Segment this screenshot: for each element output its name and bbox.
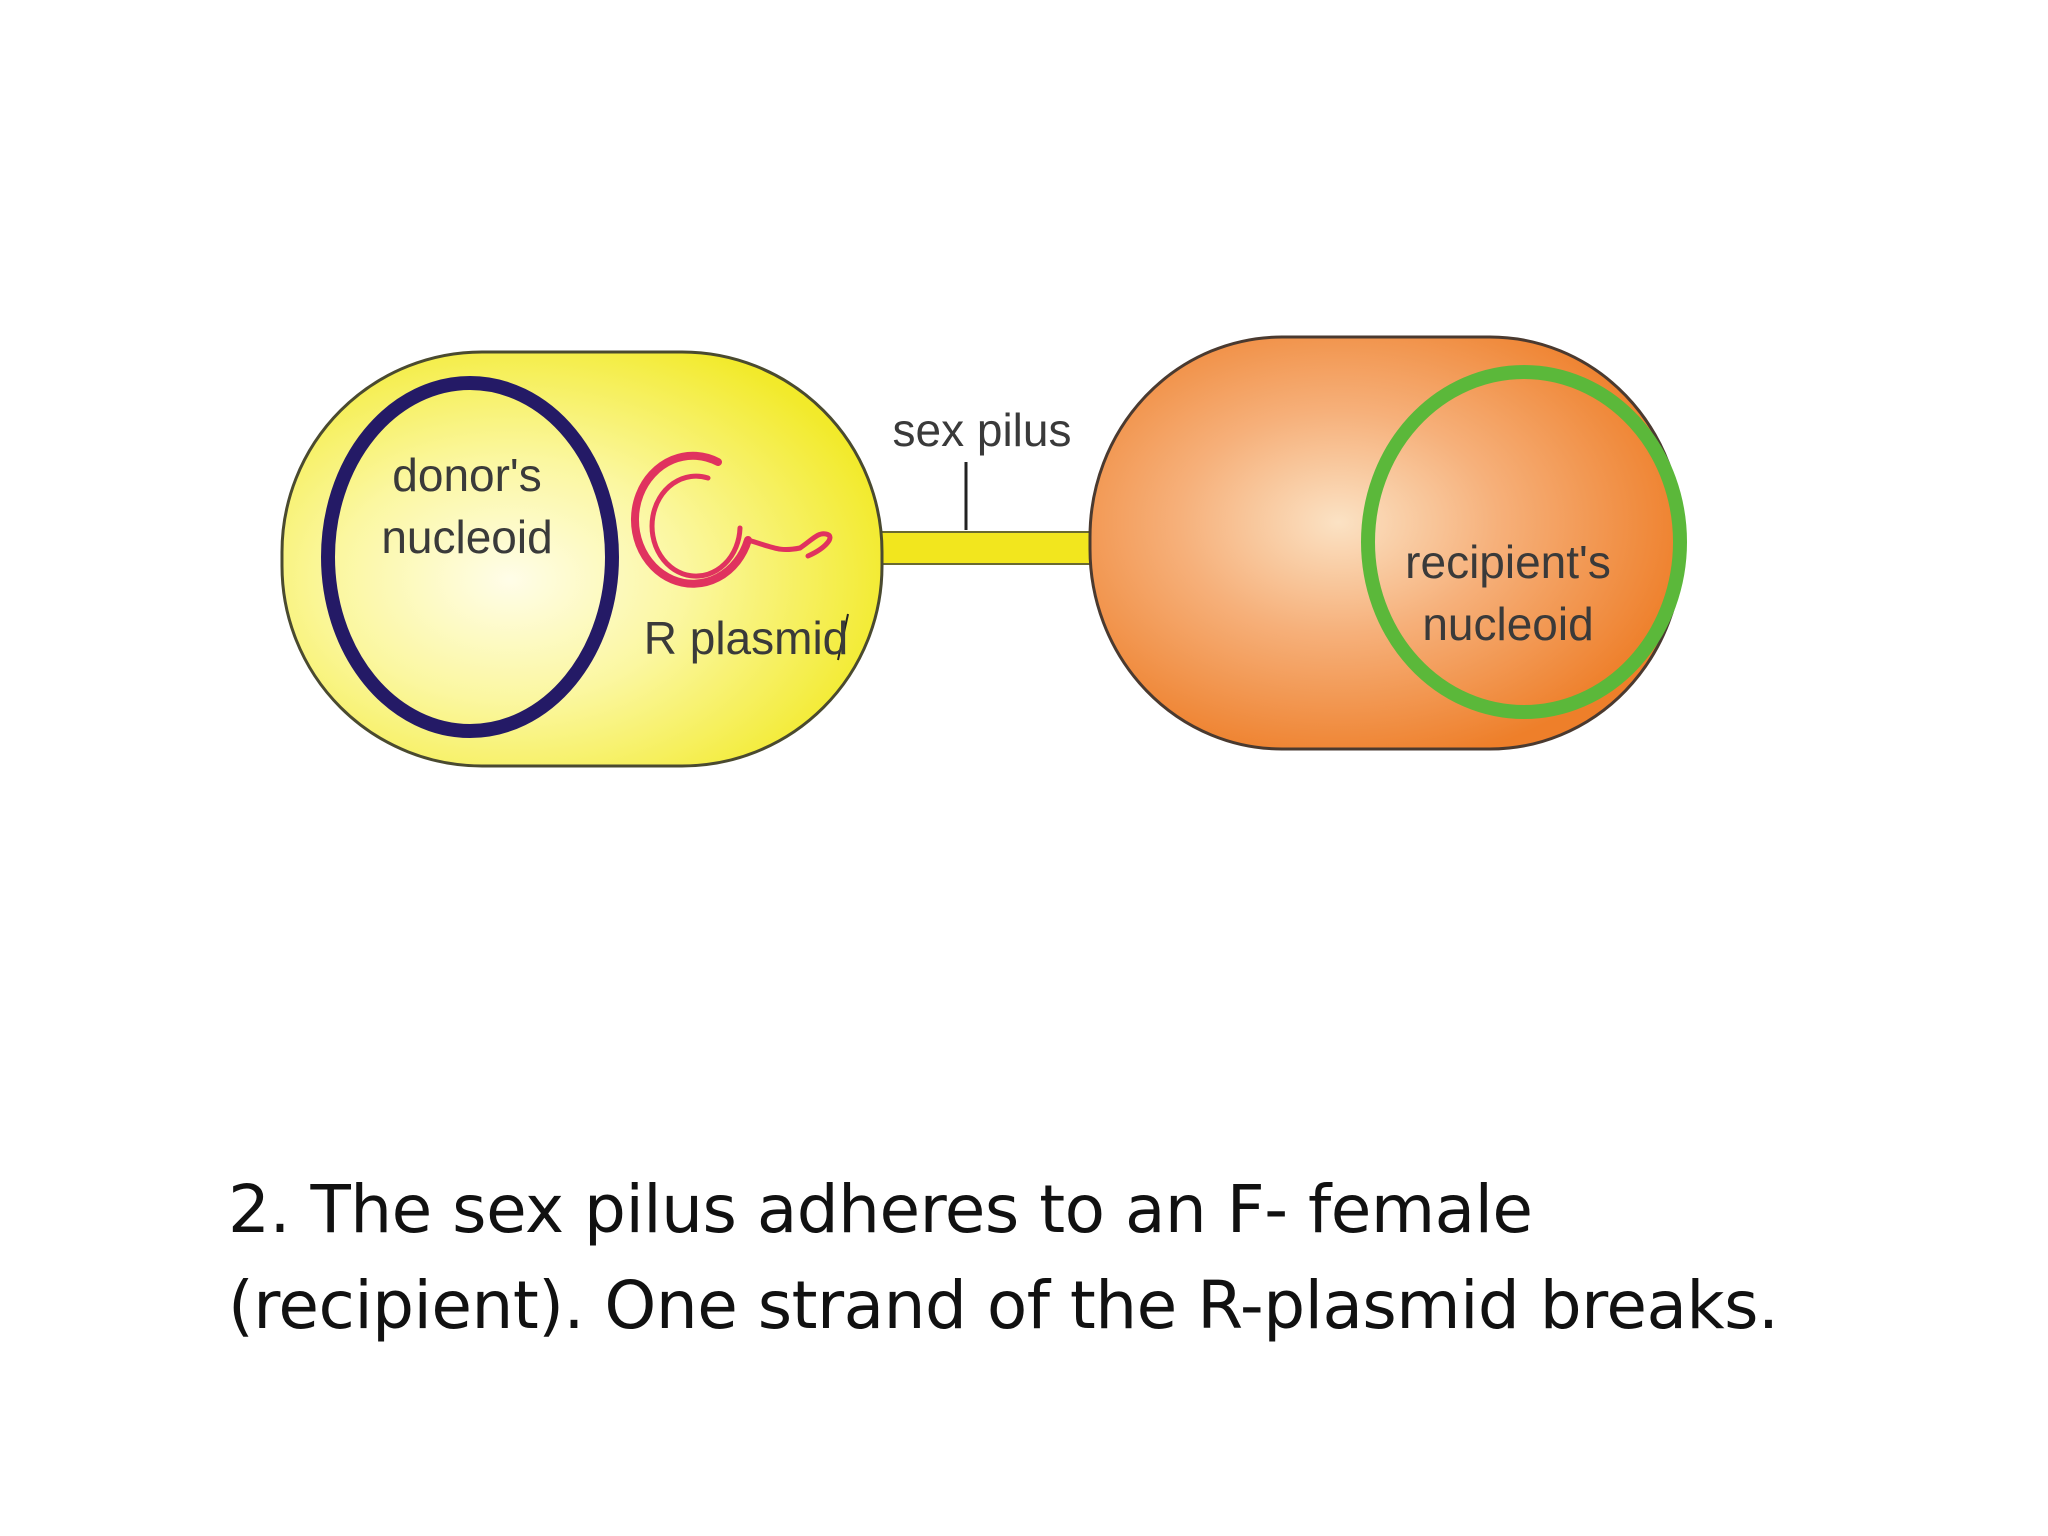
recipient-nucleoid-label-2: nucleoid	[1422, 598, 1593, 650]
donor-nucleoid	[321, 376, 619, 738]
recipient-nucleoid-label-1: recipient's	[1405, 536, 1611, 588]
conjugation-diagram: donor's nucleoid R plasmid sex pilus rec…	[280, 335, 1687, 768]
slide-caption: 2. The sex pilus adheres to an F- female…	[228, 1162, 1928, 1354]
recipient-nucleoid	[1361, 365, 1687, 719]
r-plasmid-label: R plasmid	[644, 612, 849, 664]
caption-line-2: (recipient). One strand of the R-plasmid…	[228, 1267, 1779, 1344]
sex-pilus-label: sex pilus	[893, 404, 1072, 456]
sex-pilus	[867, 531, 1091, 565]
r-plasmid-pointer	[837, 613, 849, 661]
caption-line-1: 2. The sex pilus adheres to an F- female	[228, 1171, 1533, 1248]
donor-nucleoid-label-2: nucleoid	[381, 511, 552, 563]
r-plasmid	[631, 451, 833, 588]
donor-cell	[280, 350, 884, 768]
donor-nucleoid-label-1: donor's	[392, 449, 541, 501]
